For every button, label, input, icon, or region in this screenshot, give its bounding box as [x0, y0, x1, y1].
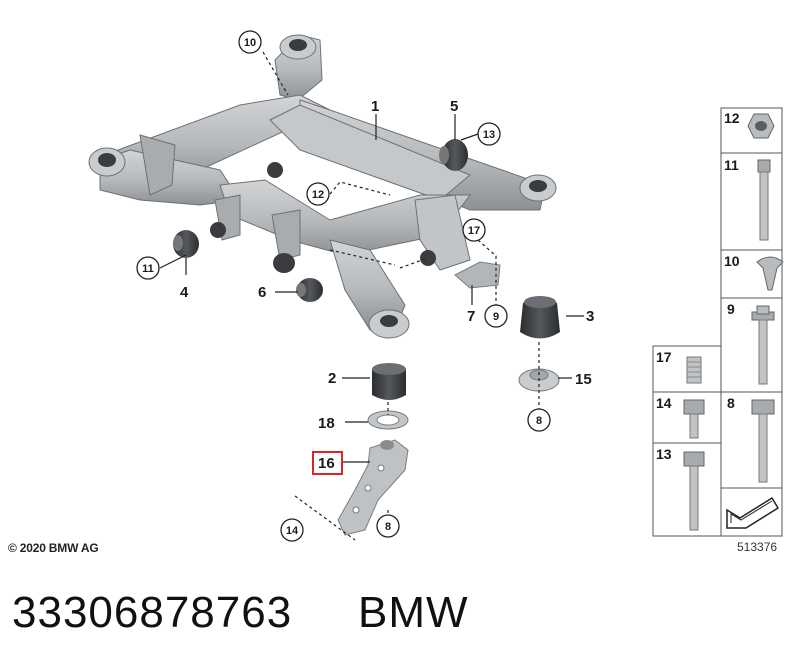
bushing-4 — [173, 230, 199, 258]
circle-ref-10: 10 — [238, 30, 262, 54]
brand-name: BMW — [358, 588, 469, 637]
fastener-12-label: 12 — [724, 110, 740, 126]
nut-icon — [747, 113, 775, 139]
fastener-11-label: 11 — [724, 157, 739, 173]
copyright-notice: © 2020 BMW AG — [8, 541, 99, 555]
bushing-6 — [296, 278, 323, 302]
fastener-17-label: 17 — [656, 349, 672, 365]
fastener-panel — [652, 107, 783, 537]
bracket-7 — [454, 261, 501, 289]
circle-ref-9-text: 9 — [493, 311, 499, 323]
label-3: 3 — [586, 308, 594, 325]
circle-ref-8-a-text: 8 — [536, 415, 542, 427]
washer-18 — [367, 410, 409, 430]
label-16: 16 — [318, 455, 335, 472]
bolt-13-icon — [683, 451, 705, 531]
circle-ref-8-b-text: 8 — [385, 521, 391, 533]
label-1: 1 — [371, 98, 379, 115]
part-number: 33306878763 — [12, 588, 293, 637]
circle-ref-8-b: 8 — [376, 514, 400, 538]
clip-10-icon — [756, 256, 784, 291]
arrow-icon — [726, 496, 780, 529]
fastener-13-label: 13 — [656, 446, 672, 462]
label-4: 4 — [180, 284, 189, 301]
mount-2 — [372, 363, 406, 400]
fastener-14-label: 14 — [656, 395, 672, 411]
fastener-9-label: 9 — [727, 301, 735, 317]
circle-ref-12-text: 12 — [312, 189, 324, 201]
figure-number: 513376 — [737, 540, 778, 554]
highlighted-part-16: 16 — [312, 451, 343, 475]
circle-ref-14-text: 14 — [286, 525, 299, 537]
circle-ref-10-text: 10 — [244, 37, 256, 49]
circled-references: 10 13 12 11 17 9 8 8 14 — [136, 30, 551, 542]
bolt-9-icon — [751, 305, 775, 385]
label-18: 18 — [318, 415, 335, 432]
circle-ref-11: 11 — [136, 256, 160, 280]
fastener-8-label: 8 — [727, 395, 735, 411]
circle-ref-12: 12 — [306, 182, 330, 206]
part-labels: 1 5 4 6 7 3 2 15 18 — [180, 98, 594, 432]
circle-ref-14: 14 — [280, 518, 304, 542]
label-2: 2 — [328, 370, 336, 387]
circle-ref-13-text: 13 — [483, 129, 495, 141]
label-5: 5 — [450, 98, 458, 115]
subframe — [99, 34, 546, 331]
circle-ref-17: 17 — [462, 218, 486, 242]
circle-ref-11-text: 11 — [142, 263, 154, 275]
circle-ref-9: 9 — [484, 304, 508, 328]
fastener-panel-labels: 12 11 10 9 17 14 8 13 — [656, 110, 740, 462]
circle-ref-17-text: 17 — [468, 225, 480, 237]
rear-axle-subframe-diagram: 1 5 4 6 7 3 2 15 18 16 10 13 12 11 17 9 … — [88, 30, 784, 542]
bolt-11-icon — [757, 159, 771, 241]
caption: 33306878763 BMW — [0, 588, 800, 648]
label-7: 7 — [467, 308, 475, 325]
subframe-mount-eyes — [88, 34, 557, 339]
circle-ref-8-a: 8 — [527, 408, 551, 432]
insert-17-icon — [686, 356, 702, 384]
bolt-14-icon — [683, 399, 705, 439]
label-6: 6 — [258, 284, 266, 301]
label-15: 15 — [575, 371, 592, 388]
fastener-images — [683, 113, 784, 531]
bushing-5 — [439, 139, 468, 171]
bracket-16 — [337, 439, 409, 536]
circle-ref-13: 13 — [477, 122, 501, 146]
leader-lines — [159, 51, 584, 541]
bolt-8-icon — [751, 399, 775, 483]
mount-3 — [520, 296, 560, 339]
fastener-10-label: 10 — [724, 253, 740, 269]
